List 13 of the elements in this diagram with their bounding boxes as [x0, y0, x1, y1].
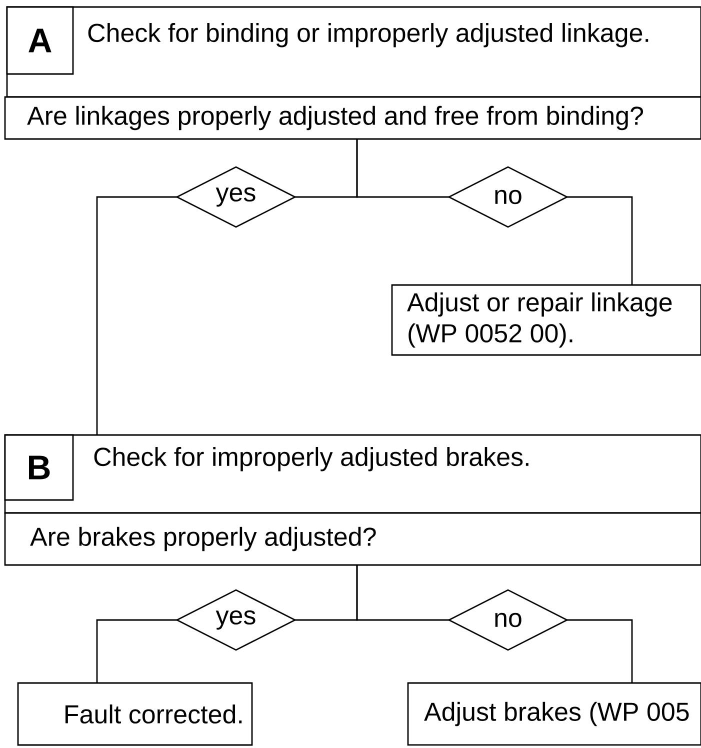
connector-line: [356, 565, 449, 621]
connector-line: [356, 139, 449, 198]
question-box: Are linkages properly adjusted and free from binding?: [4, 96, 701, 140]
question-box: Are brakes properly adjusted?: [4, 512, 701, 566]
connector-line: [96, 619, 177, 683]
action-box: Adjust or repair linkage (WP 0052 00).: [391, 284, 701, 356]
step-letter-box: B: [4, 434, 74, 501]
connector-line: [567, 196, 633, 285]
result-box: Fault corrected.: [17, 682, 253, 746]
step-letter-box: A: [6, 6, 74, 75]
action-box: Adjust brakes (WP 005: [407, 682, 701, 746]
connector-line: [567, 619, 633, 683]
connector-line: [96, 196, 177, 435]
